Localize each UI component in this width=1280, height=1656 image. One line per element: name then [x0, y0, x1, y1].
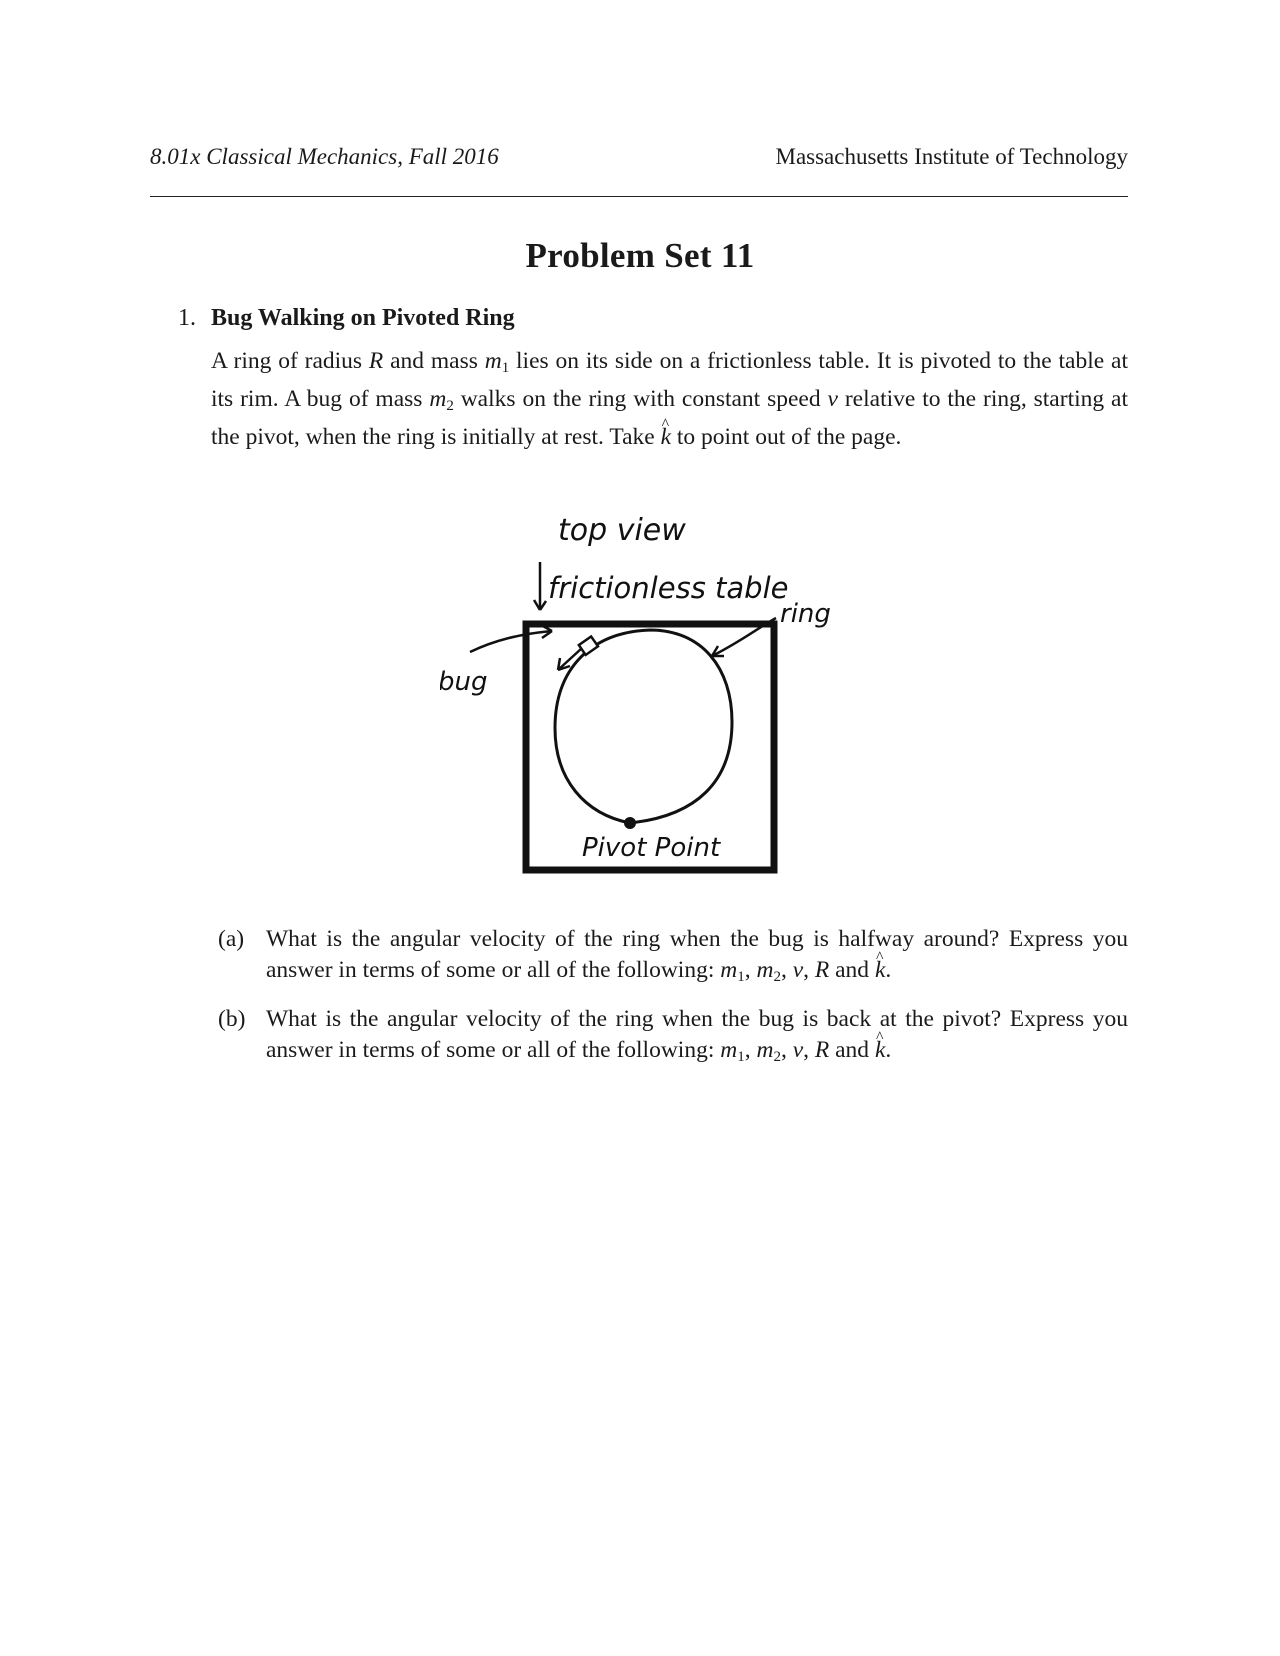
separator: ,: [780, 1037, 793, 1063]
table-outline: [522, 620, 778, 874]
var-subscript: 2: [446, 398, 454, 414]
ring-label-arrow: [711, 616, 777, 658]
var-radius: R: [814, 1037, 830, 1063]
var-mass-bug: m2: [756, 957, 781, 985]
question-text: What is the angular velocity of the ring…: [266, 1006, 1128, 1063]
var-radius: R: [814, 957, 830, 983]
page-title: Problem Set 11: [525, 236, 755, 275]
var-speed: v: [792, 1037, 804, 1063]
conjunction: and: [829, 957, 875, 983]
var-subscript: 2: [773, 969, 781, 985]
statement-text: and mass: [383, 348, 485, 374]
var-subscript: 2: [773, 1049, 781, 1065]
ring-diagram-svg: top view frictionless table ring bug Piv…: [438, 513, 831, 874]
subpart-label: (b): [218, 1006, 246, 1032]
ring-diagram: top view frictionless table ring bug Piv…: [438, 500, 890, 900]
var-mass-bug: m2: [756, 1037, 781, 1065]
statement-text: lies on its side on a frictionless table…: [211, 348, 1128, 412]
var-k-hat: k: [875, 1022, 885, 1066]
problem-statement: A ring of radius R and mass m1 lies on i…: [211, 346, 1128, 453]
var-mass-ring: m1: [484, 348, 510, 376]
bug-label-arrowhead: [540, 623, 553, 640]
ring-label: ring: [780, 599, 831, 629]
statement-text: to point out of the page.: [671, 424, 902, 450]
course-header: 8.01x Classical Mechanics, Fall 2016: [150, 144, 499, 169]
pivot-label: Pivot Point: [582, 833, 721, 863]
var-symbol: m: [756, 1037, 774, 1063]
var-symbol: m: [429, 386, 447, 412]
problem-number: 1.: [178, 305, 196, 331]
var-mass-ring: m1: [720, 957, 745, 985]
subpart-question: What is the angular velocity of the ring…: [266, 1004, 1128, 1073]
var-subscript: 1: [737, 1049, 745, 1065]
var-speed: v: [792, 957, 804, 983]
bug-shape: [577, 634, 600, 657]
ring-label-arrowhead: [710, 645, 724, 658]
top-view-label: top view: [558, 513, 686, 548]
ring-shape: [553, 628, 734, 825]
var-symbol: m: [720, 1037, 738, 1063]
var-radius: R: [368, 348, 384, 374]
question-text: What is the angular velocity of the ring…: [266, 926, 1128, 983]
table-label: frictionless table: [548, 571, 788, 605]
separator: ,: [803, 1037, 815, 1063]
conjunction: and: [829, 1037, 875, 1063]
var-mass-ring: m1: [720, 1037, 745, 1065]
subpart-question: What is the angular velocity of the ring…: [266, 924, 1128, 993]
table-label-arrowhead: [532, 599, 548, 611]
separator: ,: [744, 957, 757, 983]
period: .: [885, 957, 892, 983]
var-k-hat: k: [875, 942, 885, 986]
subpart-label: (a): [218, 926, 245, 952]
var-speed: v: [827, 386, 838, 412]
problem-title: Bug Walking on Pivoted Ring: [211, 305, 515, 331]
var-subscript: 1: [737, 969, 745, 985]
statement-text: walks on the ring with constant speed: [453, 386, 828, 412]
statement-text: A ring of radius: [211, 348, 369, 374]
var-symbol: m: [484, 348, 502, 374]
bug-label-arrow: [469, 629, 553, 654]
bug-motion-arrowhead: [556, 657, 571, 672]
subpart-item: (b) What is the angular velocity of the …: [218, 1004, 1128, 1073]
bug-motion-arrow: [557, 647, 583, 671]
var-mass-bug: m2: [429, 386, 454, 414]
subpart-item: (a) What is the angular velocity of the …: [218, 924, 1128, 993]
pivot-dot: [624, 817, 636, 829]
separator: ,: [780, 957, 793, 983]
var-symbol: m: [720, 957, 738, 983]
problem-heading: 1. Bug Walking on Pivoted Ring: [178, 305, 515, 332]
separator: ,: [803, 957, 815, 983]
period: .: [885, 1037, 892, 1063]
statement-text: relative to the ring, starting at the pi…: [211, 386, 1128, 450]
header-divider: [150, 196, 1128, 197]
var-subscript: 1: [501, 360, 510, 376]
bug-label: bug: [440, 667, 488, 697]
institution-header: Massachusetts Institute of Technology: [775, 144, 1129, 169]
var-symbol: m: [756, 957, 774, 983]
var-k-hat: k: [661, 409, 671, 453]
subpart-list: (a) What is the angular velocity of the …: [218, 924, 1128, 1084]
separator: ,: [744, 1037, 757, 1063]
